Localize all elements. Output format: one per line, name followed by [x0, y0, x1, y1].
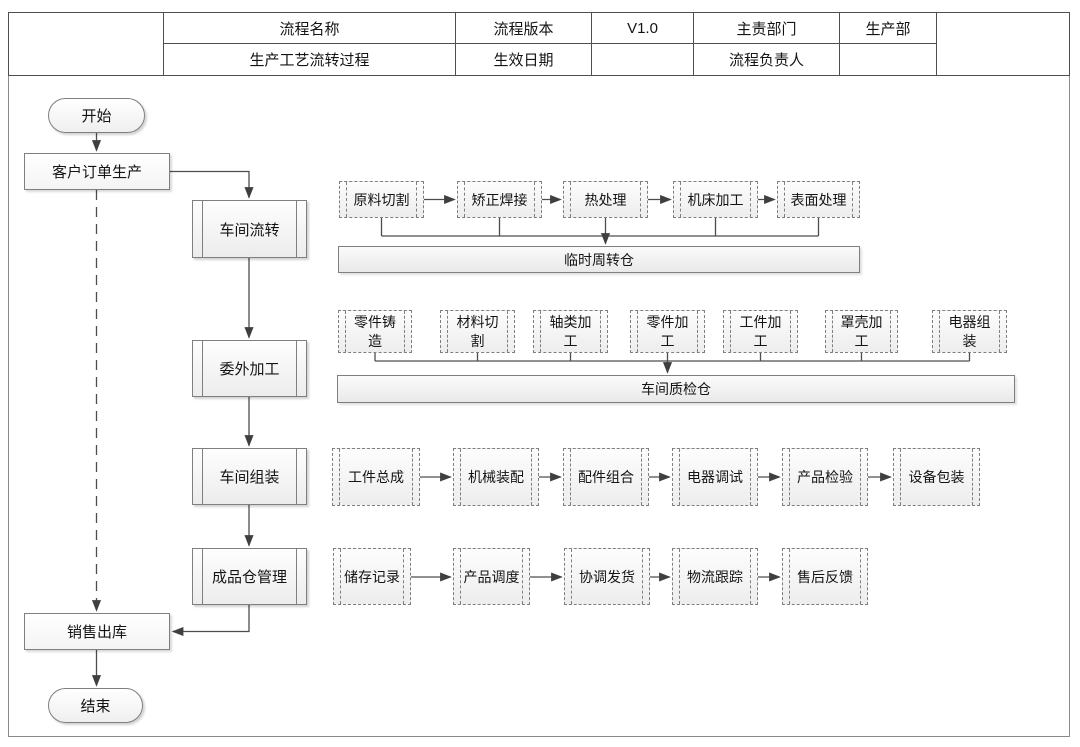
step-box-straighten-weld: 矫正焊接 [457, 181, 542, 218]
version-label: 流程版本 [456, 13, 592, 44]
step-box-electrical-debug: 电器调试 [672, 448, 758, 506]
department-label: 主责部门 [694, 13, 840, 44]
header-empty-cell [9, 13, 164, 75]
step-label: 售后反馈 [797, 568, 853, 585]
end-node: 结束 [48, 688, 143, 723]
step-label: 零件加工 [646, 313, 689, 349]
customer-order-node: 客户订单生产 [24, 153, 170, 190]
step-label: 电器组装 [948, 313, 991, 349]
step-label: 配件组合 [578, 469, 634, 485]
step-box-heat-treat: 热处理 [563, 181, 648, 218]
step-label: 轴类加工 [549, 313, 592, 349]
workshop-qc-warehouse: 车间质检仓 [337, 375, 1015, 403]
step-label: 协调发货 [579, 568, 635, 585]
step-box-coordinate-shipping: 协调发货 [564, 548, 650, 605]
step-box-storage-record: 储存记录 [333, 548, 411, 605]
step-box-material-cutting: 材料切割 [440, 310, 515, 353]
step-box-electrical-assembly: 电器组装 [932, 310, 1007, 353]
owner-value [840, 44, 937, 75]
step-box-product-dispatch: 产品调度 [453, 548, 530, 605]
step-box-equipment-packing: 设备包装 [893, 448, 980, 506]
step-label: 原料切割 [353, 191, 410, 208]
start-node: 开始 [48, 98, 145, 133]
step-label: 产品调度 [463, 568, 520, 585]
stage-label: 车间流转 [219, 221, 280, 239]
step-label: 热处理 [584, 191, 627, 208]
step-label: 产品检验 [797, 469, 853, 485]
owner-label: 流程负责人 [694, 44, 840, 75]
step-label: 储存记录 [344, 568, 400, 585]
step-label: 工件加工 [739, 313, 782, 349]
warehouse-label: 车间质检仓 [641, 381, 711, 397]
step-label: 表面处理 [790, 191, 847, 208]
start-label: 开始 [81, 108, 112, 125]
step-box-machine-tooling: 机床加工 [673, 181, 758, 218]
step-box-parts-combination: 配件组合 [563, 448, 649, 506]
step-label: 电器调试 [687, 469, 743, 485]
step-box-workpiece-machining: 工件加工 [723, 310, 798, 353]
department-value: 生产部 [840, 13, 937, 44]
temp-transit-warehouse: 临时周转仓 [338, 246, 860, 273]
step-box-logistics-tracking: 物流跟踪 [672, 548, 758, 605]
header-table: 流程名称 流程版本 V1.0 主责部门 生产部 生产工艺流转过程 生效日期 流程… [8, 12, 1070, 76]
process-name-label: 流程名称 [164, 13, 456, 44]
stage-finished-goods-mgmt: 成品仓管理 [192, 548, 307, 605]
step-box-product-inspection: 产品检验 [782, 448, 868, 506]
sales-outbound-node: 销售出库 [24, 613, 170, 650]
step-box-casing-machining: 罩壳加工 [825, 310, 898, 353]
warehouse-label: 临时周转仓 [564, 251, 634, 268]
end-label: 结束 [80, 698, 111, 715]
sales-outbound-label: 销售出库 [66, 624, 127, 641]
stage-label: 车间组装 [219, 469, 280, 486]
step-box-shaft-machining: 轴类加工 [533, 310, 608, 353]
step-label: 物流跟踪 [687, 568, 743, 585]
step-label: 机床加工 [687, 191, 744, 208]
effective-date-label: 生效日期 [456, 44, 592, 75]
stage-workshop-assembly: 车间组装 [192, 448, 307, 505]
step-box-aftersales-feedback: 售后反馈 [782, 548, 868, 605]
step-label: 零件铸造 [354, 313, 396, 349]
stage-outsourcing: 委外加工 [192, 340, 307, 397]
step-box-mechanical-fitting: 机械装配 [453, 448, 539, 506]
version-value: V1.0 [592, 13, 694, 44]
step-label: 罩壳加工 [840, 313, 883, 349]
step-label: 矫正焊接 [471, 191, 528, 208]
step-box-raw-cutting: 原料切割 [339, 181, 424, 218]
customer-order-label: 客户订单生产 [51, 164, 142, 181]
step-label: 工件总成 [348, 469, 404, 485]
effective-date-value [592, 44, 694, 75]
header-empty-cell [937, 13, 1069, 75]
step-box-workpiece-assembly: 工件总成 [332, 448, 420, 506]
process-name-value: 生产工艺流转过程 [164, 44, 456, 75]
step-box-part-casting: 零件铸造 [338, 310, 412, 353]
step-box-part-machining: 零件加工 [630, 310, 705, 353]
step-box-surface-treat: 表面处理 [777, 181, 860, 218]
stage-workshop-flow: 车间流转 [192, 200, 307, 258]
stage-label: 委外加工 [219, 361, 280, 378]
step-label: 设备包装 [908, 469, 965, 485]
stage-label: 成品仓管理 [211, 569, 287, 586]
step-label: 机械装配 [468, 469, 524, 485]
step-label: 材料切割 [456, 313, 499, 349]
